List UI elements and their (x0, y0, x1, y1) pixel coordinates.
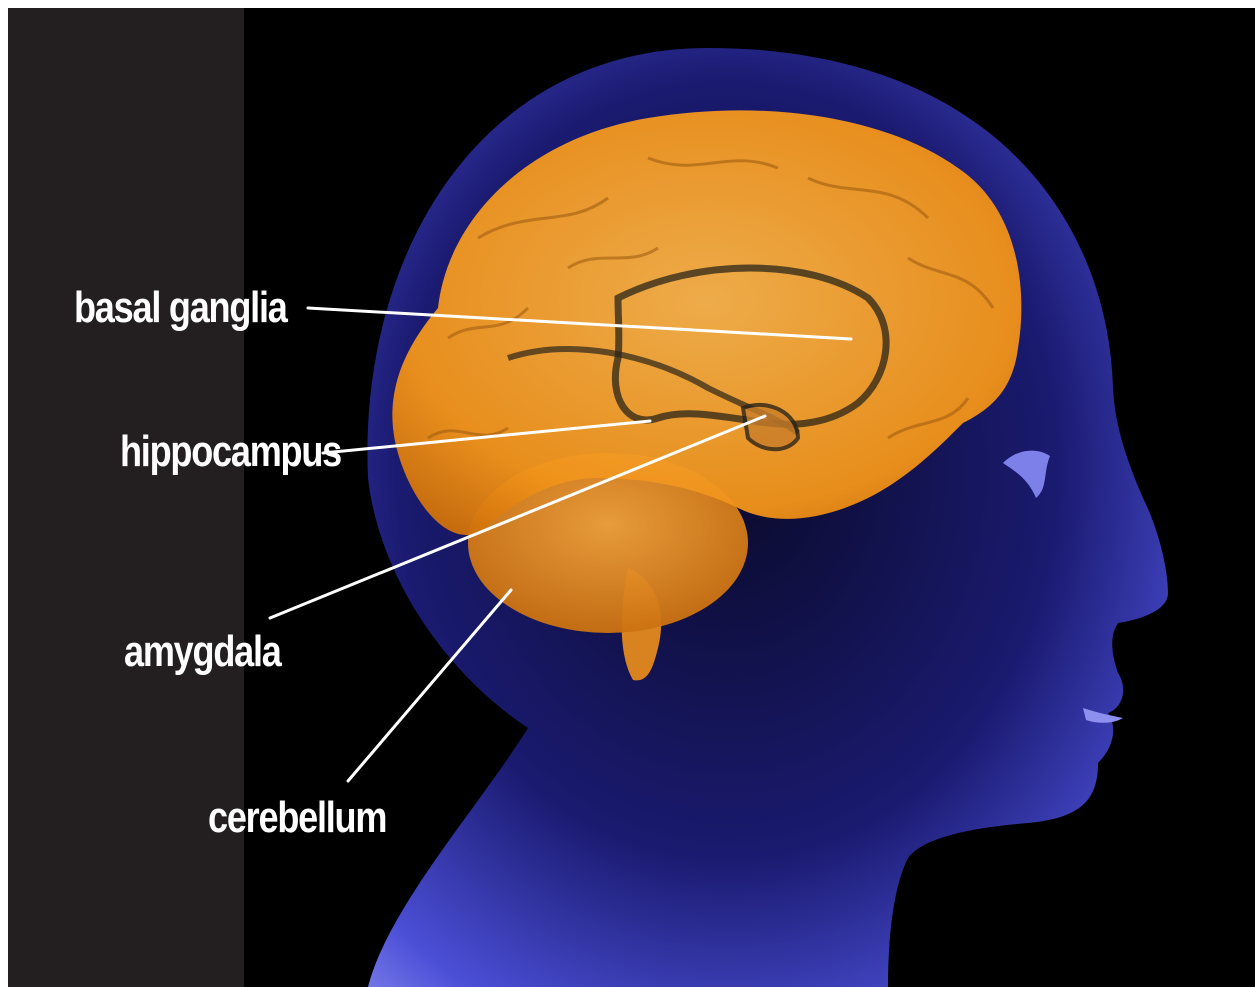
hippocampus-label: hippocampus (120, 430, 341, 474)
diagram-frame: basal ganglia hippocampus amygdala cereb… (8, 8, 1255, 987)
basal-ganglia-label: basal ganglia (74, 286, 287, 330)
amygdala-label: amygdala (124, 630, 281, 674)
head-brain-illustration (8, 8, 1255, 987)
cerebellum-label: cerebellum (208, 796, 386, 840)
